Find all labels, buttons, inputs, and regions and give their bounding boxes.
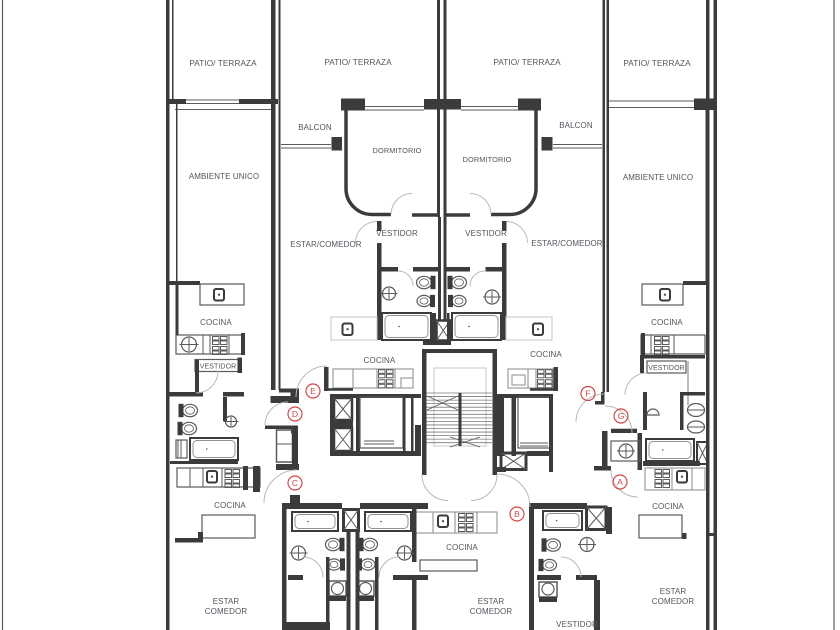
svg-text:COCINA: COCINA <box>214 501 246 510</box>
svg-text:COCINA: COCINA <box>652 502 684 511</box>
svg-text:G: G <box>618 411 625 421</box>
svg-text:ESTAR/COMEDOR: ESTAR/COMEDOR <box>531 239 603 248</box>
svg-text:BALCON: BALCON <box>559 121 593 130</box>
svg-text:DORMITORIO: DORMITORIO <box>463 155 512 164</box>
svg-text:A: A <box>617 477 623 487</box>
svg-text:F: F <box>585 389 590 399</box>
svg-text:COCINA: COCINA <box>446 543 478 552</box>
svg-text:PATIO/ TERRAZA: PATIO/ TERRAZA <box>623 59 691 68</box>
svg-text:PATIO/ TERRAZA: PATIO/ TERRAZA <box>324 58 392 67</box>
svg-text:COMEDOR: COMEDOR <box>205 607 248 616</box>
svg-text:AMBIENTE UNICO: AMBIENTE UNICO <box>623 173 693 182</box>
svg-text:COCINA: COCINA <box>200 318 232 327</box>
svg-text:COMEDOR: COMEDOR <box>652 597 695 606</box>
svg-text:PATIO/ TERRAZA: PATIO/ TERRAZA <box>189 59 257 68</box>
svg-text:C: C <box>292 478 298 488</box>
svg-text:BALCON: BALCON <box>298 123 332 132</box>
svg-text:VESTIDOR: VESTIDOR <box>376 229 418 238</box>
svg-text:ESTAR: ESTAR <box>660 587 687 596</box>
svg-text:E: E <box>310 386 316 396</box>
svg-text:VESTIDOR: VESTIDOR <box>648 365 685 372</box>
svg-text:B: B <box>514 509 520 519</box>
svg-text:COMEDOR: COMEDOR <box>470 607 513 616</box>
svg-text:VESTIDOR: VESTIDOR <box>200 364 237 371</box>
svg-text:D: D <box>292 409 298 419</box>
svg-text:COCINA: COCINA <box>651 318 683 327</box>
svg-text:ESTAR: ESTAR <box>478 597 505 606</box>
svg-text:ESTAR: ESTAR <box>213 597 240 606</box>
svg-text:ESTAR/COMEDOR: ESTAR/COMEDOR <box>290 240 362 249</box>
svg-text:VESTIDOR: VESTIDOR <box>465 229 507 238</box>
svg-text:COCINA: COCINA <box>530 350 562 359</box>
svg-text:VESTIDOR: VESTIDOR <box>556 620 598 629</box>
svg-text:COCINA: COCINA <box>364 356 396 365</box>
svg-text:AMBIENTE UNICO: AMBIENTE UNICO <box>189 172 259 181</box>
svg-text:DORMITORIO: DORMITORIO <box>373 146 422 155</box>
svg-text:PATIO/ TERRAZA: PATIO/ TERRAZA <box>493 58 561 67</box>
